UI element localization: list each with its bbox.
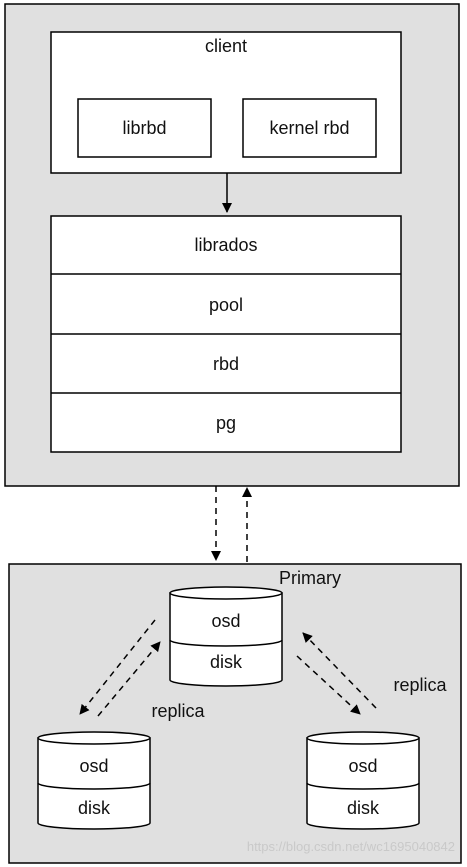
replica-right-label: replica [393, 675, 447, 695]
replica-left-label: replica [151, 701, 205, 721]
left-disk-label: disk [78, 798, 111, 818]
primary-osd-cylinder: osd disk [169, 586, 283, 687]
layer-librados: librados [194, 235, 257, 255]
replica-left-arrow-back [97, 641, 161, 717]
librbd-box: librbd [77, 98, 212, 158]
stack-layers: librados pool rbd pg [50, 215, 402, 453]
layer-pg: pg [216, 413, 236, 433]
kernel-rbd-box: kernel rbd [242, 98, 377, 158]
replica-right-arrow-out [296, 655, 361, 715]
librbd-label: librbd [122, 118, 166, 138]
replica-left-arrow-out [79, 619, 156, 715]
primary-disk-label: disk [210, 652, 243, 672]
left-osd-label: osd [79, 756, 108, 776]
client-title: client [205, 36, 247, 56]
kernel-rbd-label: kernel rbd [269, 118, 349, 138]
layer-pool: pool [209, 295, 243, 315]
primary-label: Primary [279, 568, 341, 588]
left-osd-cylinder: osd disk [37, 731, 151, 830]
right-osd-cylinder: osd disk [306, 731, 420, 830]
watermark-text: https://blog.csdn.net/wc1695040842 [247, 839, 455, 854]
right-osd-label: osd [348, 756, 377, 776]
right-disk-label: disk [347, 798, 380, 818]
primary-osd-label: osd [211, 611, 240, 631]
layer-rbd: rbd [213, 354, 239, 374]
